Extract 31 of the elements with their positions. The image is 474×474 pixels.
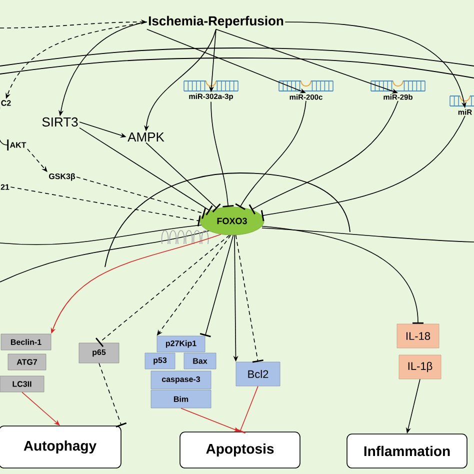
protein-label: C2 — [1, 100, 11, 106]
protein-box: Bax — [184, 352, 216, 370]
protein-box: Bim — [150, 390, 212, 408]
cytokine-box: IL-18 — [396, 324, 440, 348]
protein-box: Beclin-1 — [0, 334, 52, 350]
protein-box: p65 — [78, 342, 120, 364]
protein-label: GSK3β — [49, 173, 76, 181]
cytokine-box: IL-1β — [398, 354, 442, 380]
inhibition-line — [248, 100, 398, 214]
inhibition-line — [79, 127, 213, 216]
inhibition-line — [146, 142, 221, 212]
protein-box: p53 — [144, 352, 176, 370]
protein-label: 21 — [0, 184, 10, 190]
protein-box: p27Kip1 — [156, 336, 206, 352]
outcome-box: Apoptosis — [180, 432, 300, 468]
protein-box: Bcl2 — [236, 362, 280, 386]
outcome-box: Inflammation — [346, 434, 468, 468]
protein-box: LC3II — [0, 376, 44, 392]
inhibition-line — [10, 186, 201, 226]
inhibition-line — [262, 226, 424, 324]
protein-label: AKT — [10, 142, 26, 148]
protein-label: SIRT3 — [42, 117, 78, 127]
inhibition-line — [76, 176, 206, 219]
inhibition-line — [210, 101, 234, 208]
stimulus-label: Ischemia-Reperfusion — [148, 16, 284, 28]
inhibition-line — [235, 234, 264, 363]
protein-box: ATG7 — [8, 354, 46, 370]
inhibition-line — [235, 100, 306, 210]
protein-label: AMPK — [128, 132, 164, 142]
inhibition-line — [200, 234, 234, 338]
outcome-box: Autophagy — [0, 426, 122, 468]
